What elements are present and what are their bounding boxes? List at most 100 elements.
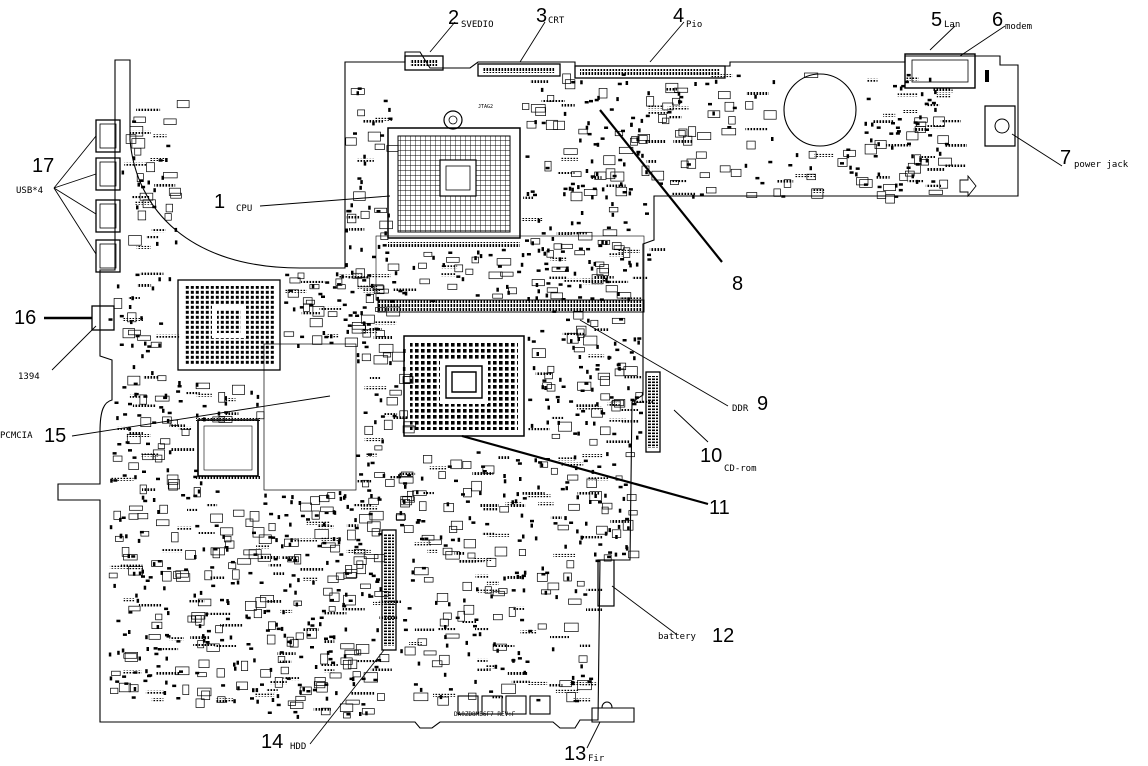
smd-part <box>268 621 276 630</box>
smd-part <box>530 523 533 528</box>
smd-part <box>618 366 621 371</box>
smd-part <box>152 449 165 460</box>
smd-part <box>462 621 477 624</box>
smd-part <box>312 306 325 317</box>
smd-part <box>492 695 504 699</box>
smd-part <box>214 524 219 527</box>
smd-part <box>114 401 119 404</box>
smd-part <box>456 275 461 278</box>
smd-part <box>375 117 393 121</box>
smd-part <box>128 402 132 406</box>
smd-part <box>553 522 558 525</box>
smd-part <box>128 605 141 612</box>
smd-part <box>691 73 705 76</box>
smd-part <box>531 241 534 246</box>
smd-part <box>623 162 626 167</box>
smd-part <box>373 601 397 605</box>
callout-15-label: PCMCIA <box>0 431 33 441</box>
smd-part <box>157 510 160 514</box>
smd-part <box>525 660 530 663</box>
smd-part <box>380 415 385 418</box>
smd-part <box>420 537 424 541</box>
smd-part <box>268 536 273 539</box>
smd-part <box>246 616 251 620</box>
smd-part <box>153 188 156 193</box>
smd-part <box>363 154 366 159</box>
smd-part <box>573 271 577 276</box>
smd-part <box>351 691 375 695</box>
smd-part <box>215 698 234 702</box>
smd-part <box>886 143 911 147</box>
smd-part <box>284 514 289 517</box>
smd-part <box>317 525 334 529</box>
smd-part <box>606 440 630 444</box>
coin-battery <box>783 73 857 147</box>
smd-part <box>265 629 270 632</box>
smd-part <box>127 375 141 386</box>
smd-part <box>263 610 266 614</box>
smd-part <box>255 693 275 697</box>
smd-part <box>448 602 451 607</box>
smd-part <box>194 469 199 473</box>
smd-part <box>913 127 928 131</box>
smd-part <box>120 564 143 568</box>
smd-part <box>707 110 721 118</box>
smd-part <box>450 459 463 470</box>
smd-part <box>256 545 269 549</box>
smd-part <box>596 525 608 535</box>
smd-part <box>418 262 427 269</box>
smd-part <box>781 195 786 198</box>
smd-part <box>332 286 337 289</box>
smd-part <box>629 351 634 354</box>
smd-part <box>249 511 260 522</box>
smd-part <box>920 159 929 166</box>
smd-part <box>620 182 623 187</box>
smd-part <box>329 341 334 345</box>
smd-part <box>360 247 363 252</box>
smd-part <box>612 432 617 436</box>
smd-part <box>570 182 575 186</box>
smd-part <box>340 657 353 665</box>
smd-part <box>139 179 144 182</box>
smd-part <box>151 560 163 567</box>
smd-part <box>544 590 548 595</box>
smd-part <box>630 137 638 146</box>
smd-part <box>724 101 735 112</box>
smd-part <box>520 262 524 267</box>
smd-part <box>482 470 487 473</box>
smd-part <box>401 471 414 477</box>
smd-part <box>583 189 598 196</box>
smd-part <box>361 703 366 706</box>
callout-17-number: 17 <box>32 155 55 177</box>
smd-part <box>293 559 298 562</box>
smd-part <box>140 417 152 427</box>
smd-part <box>132 120 137 123</box>
smd-part <box>362 321 366 326</box>
smd-part <box>354 545 359 549</box>
smd-part <box>516 492 519 497</box>
smd-part <box>432 255 435 260</box>
smd-part <box>463 539 476 549</box>
smd-part <box>360 311 363 316</box>
smd-part <box>153 134 167 138</box>
smd-part <box>415 521 420 524</box>
smd-part <box>444 625 447 629</box>
smd-part <box>586 588 603 592</box>
smd-part <box>347 324 352 327</box>
smd-part <box>809 166 812 171</box>
smd-part <box>374 665 379 669</box>
smd-part <box>610 519 631 523</box>
smd-part <box>276 703 281 707</box>
smd-part <box>279 651 284 654</box>
smd-part <box>234 666 237 671</box>
leader-14 <box>309 649 385 745</box>
callout-13-number: 13 <box>564 743 587 765</box>
smd-part <box>339 274 363 278</box>
smd-part <box>600 426 611 436</box>
smd-part <box>337 540 341 545</box>
smd-part <box>220 638 225 642</box>
callout-14-label: HDD <box>290 742 307 752</box>
smd-part <box>321 537 338 541</box>
smd-part <box>625 517 630 521</box>
smd-part <box>587 318 590 323</box>
